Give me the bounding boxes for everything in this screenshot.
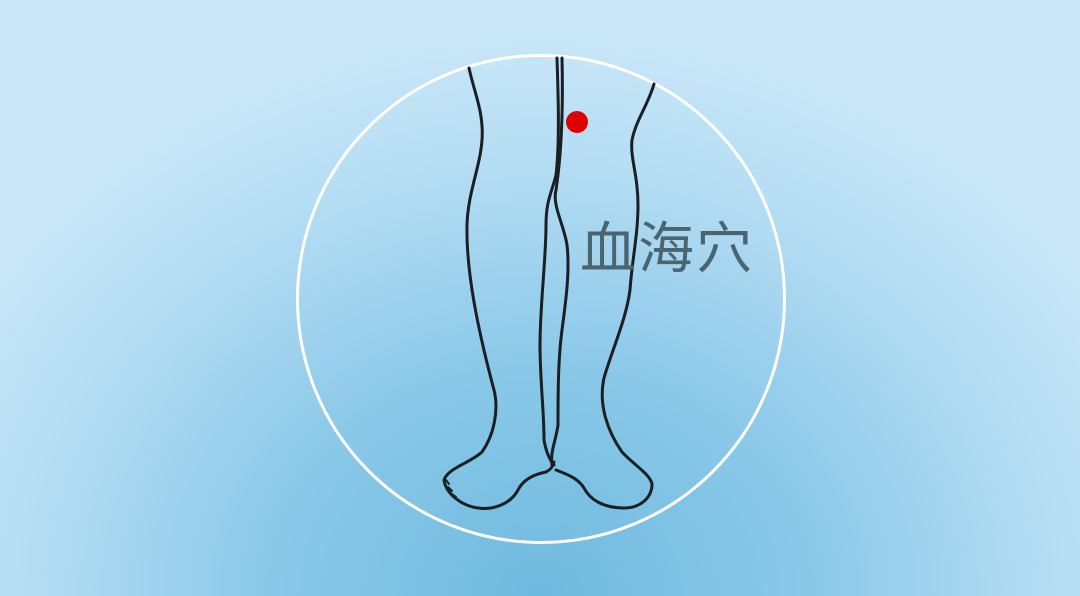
leg-left-inner-line (538, 56, 560, 467)
leg-left-outer-line (442, 66, 556, 510)
circle-frame (296, 54, 786, 544)
leg-right-inner-line (550, 56, 570, 467)
acupoint-marker-dot (566, 111, 588, 133)
leg-right-outer-line (554, 82, 656, 510)
acupoint-name-label: 血海穴 (580, 217, 754, 282)
